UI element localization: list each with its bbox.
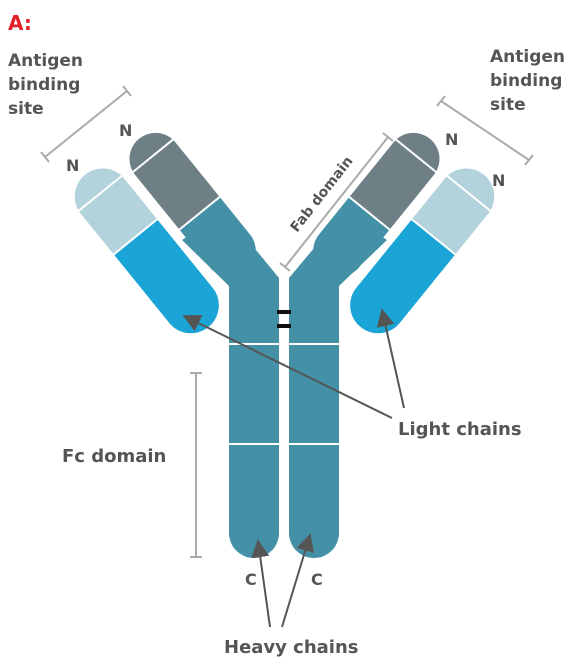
fc-domain-label: Fc domain — [62, 446, 166, 467]
c-terminus-right: C — [311, 570, 323, 589]
panel-label: A: — [8, 11, 32, 35]
heavy-chain-stem-left — [229, 270, 279, 558]
n-terminus-heavy-left: N — [119, 121, 132, 140]
fc-bracket — [190, 373, 202, 557]
n-terminus-heavy-right: N — [445, 130, 458, 149]
arrow-light-left — [184, 316, 392, 418]
antigen-label-left: Antigen binding site — [8, 51, 89, 119]
light-chains-label: Light chains — [398, 419, 522, 440]
n-terminus-light-right: N — [492, 171, 505, 190]
antigen-bracket-left — [41, 86, 131, 162]
n-terminus-light-left: N — [66, 156, 79, 175]
antigen-label-right: Antigen binding site — [490, 47, 569, 115]
c-terminus-left: C — [245, 570, 257, 589]
heavy-chains-label: Heavy chains — [224, 637, 358, 657]
disulfide-bonds — [277, 310, 291, 328]
heavy-chain-stem-right — [289, 270, 339, 558]
